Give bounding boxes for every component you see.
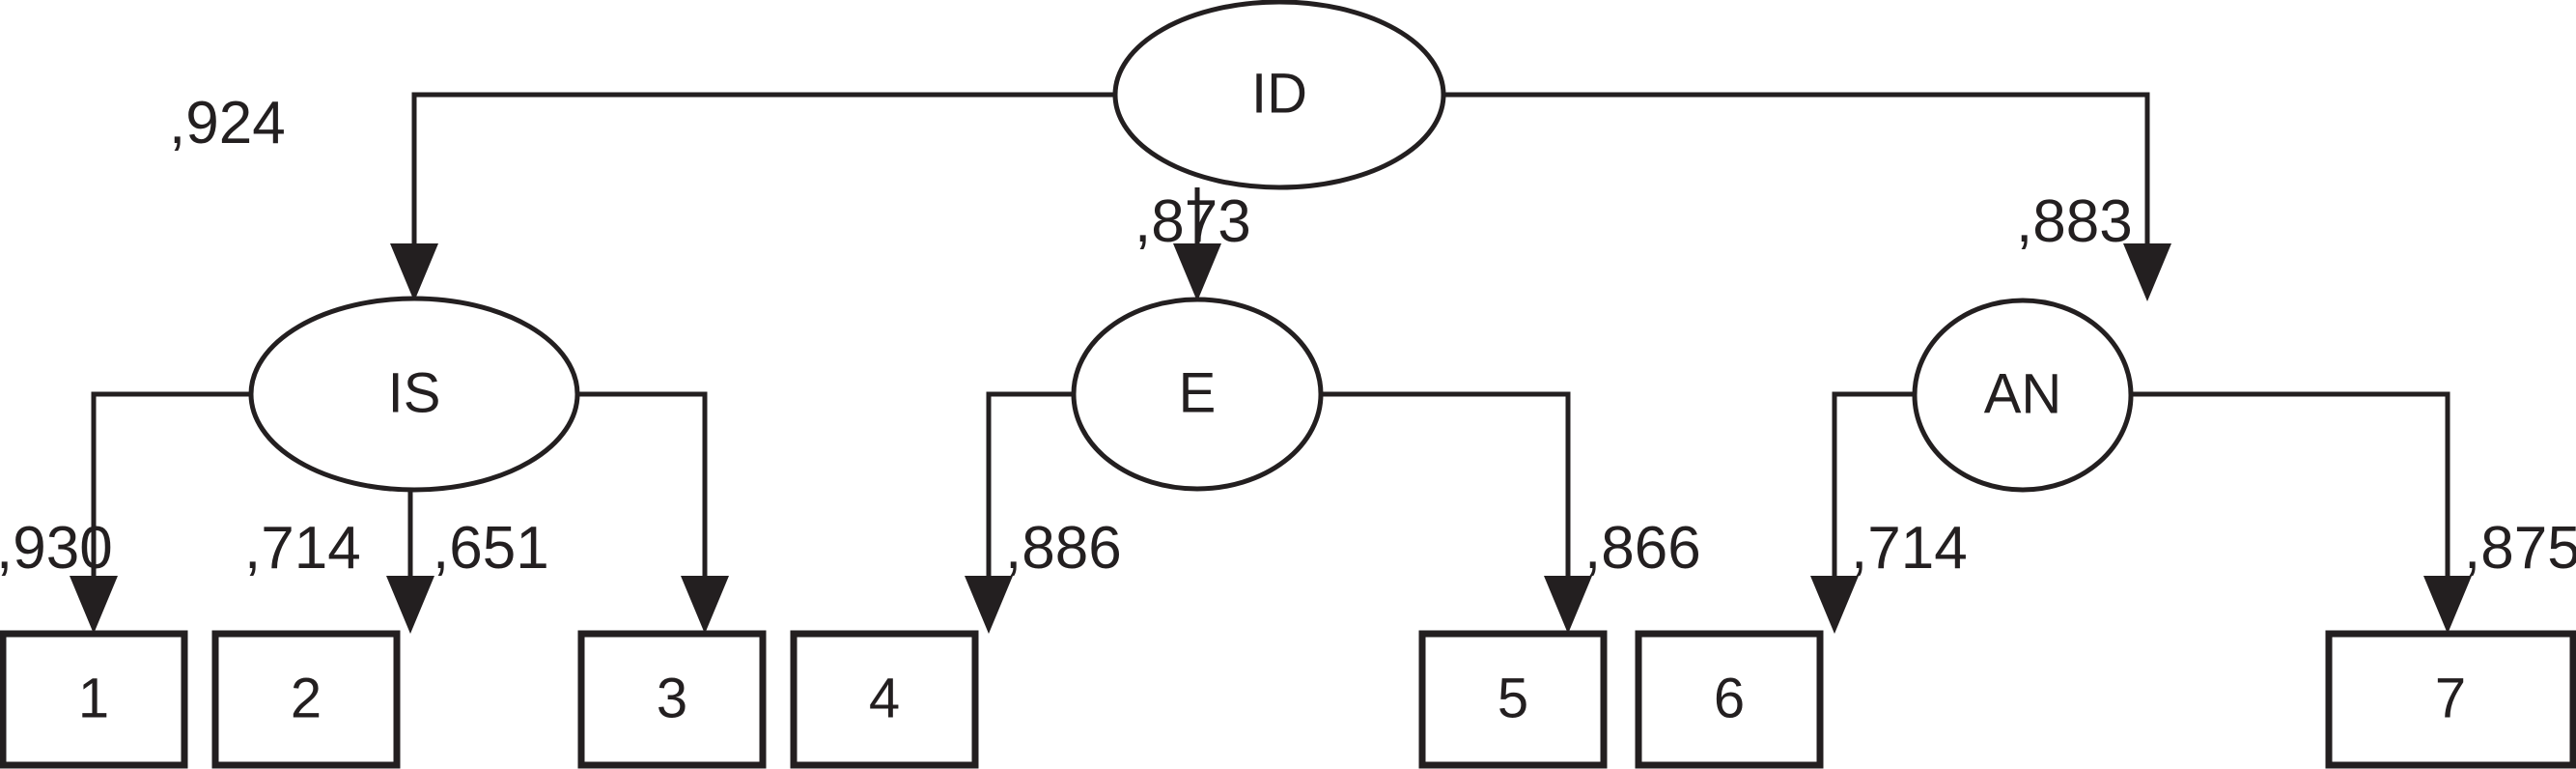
leaf-node-1-rect[interactable] xyxy=(0,630,188,769)
leaf-node-3-label: 3 xyxy=(657,667,687,729)
leaf-node-6[interactable]: 6 xyxy=(1635,630,1824,769)
edge-weight-e-leaf4: ,886 xyxy=(1005,515,1122,582)
edge-e-to-leaf4-arrowhead xyxy=(965,576,1013,634)
edge-group-root xyxy=(390,92,2171,301)
edge-e-to-leaf5-arrowhead xyxy=(1544,576,1592,634)
leaf-node-4-rect[interactable] xyxy=(790,630,979,769)
leaf-node-6-rect[interactable] xyxy=(1635,630,1824,769)
node-is-ellipse[interactable] xyxy=(248,296,580,493)
edge-weight-an-leaf7: ,875 xyxy=(2464,515,2576,582)
edge-weight-id-an: ,883 xyxy=(2016,188,2133,255)
leaf-node-2-label: 2 xyxy=(291,667,322,729)
leaf-node-3[interactable]: 3 xyxy=(577,630,767,769)
edge-an-to-leaf6-path xyxy=(1832,391,1915,605)
node-an-label: AN xyxy=(1984,362,2062,425)
leaf-node-7[interactable]: 7 xyxy=(2325,630,2576,769)
node-id-label: ID xyxy=(1251,62,1307,125)
edge-weight-is-leaf3: ,651 xyxy=(433,515,549,582)
node-id[interactable]: ID xyxy=(1112,0,1446,190)
edge-id-to-e-arrowhead xyxy=(1173,243,1221,301)
leaf-node-1[interactable]: 1 xyxy=(0,630,188,769)
leaf-node-1-label: 1 xyxy=(78,667,109,729)
edge-is-to-leaf3-arrowhead xyxy=(681,576,729,634)
edge-is-to-leaf3-path xyxy=(577,391,708,605)
edge-e-to-leaf4-path xyxy=(986,391,1074,605)
edge-is-to-leaf1-arrowhead xyxy=(70,576,118,634)
edge-weight-id-is: ,924 xyxy=(169,90,286,157)
edge-an-to-leaf7-path xyxy=(2131,391,2450,605)
node-an[interactable]: AN xyxy=(1912,298,2134,493)
edge-weight-e-leaf5: ,866 xyxy=(1584,515,1701,582)
edge-id-to-an-path xyxy=(1443,92,2150,135)
edge-group-an xyxy=(1810,391,2472,634)
leaf-node-5-label: 5 xyxy=(1498,667,1528,729)
edge-an-to-leaf7-arrowhead xyxy=(2423,576,2472,634)
leaf-node-5-rect[interactable] xyxy=(1418,630,1608,769)
node-e[interactable]: E xyxy=(1071,297,1324,492)
leaf-node-3-rect[interactable] xyxy=(577,630,767,769)
edge-an-to-leaf6-arrowhead xyxy=(1810,576,1859,634)
edge-is-to-leaf1-path xyxy=(91,391,251,605)
node-e-label: E xyxy=(1179,361,1217,424)
leaf-node-7-label: 7 xyxy=(2435,667,2466,729)
edge-weight-is-leaf1: ,930 xyxy=(0,515,113,582)
edge-group-is xyxy=(70,391,729,634)
leaf-node-2[interactable]: 2 xyxy=(211,630,401,769)
leaf-node-5[interactable]: 5 xyxy=(1418,630,1608,769)
edge-group-e xyxy=(965,391,1592,634)
leaf-node-2-rect[interactable] xyxy=(211,630,401,769)
leaf-node-7-rect[interactable] xyxy=(2325,630,2576,769)
node-is[interactable]: IS xyxy=(248,296,580,493)
edge-id-to-is-path xyxy=(411,92,1115,272)
edge-weight-id-e: ,873 xyxy=(1134,188,1251,255)
node-is-label: IS xyxy=(388,361,441,424)
leaf-node-4[interactable]: 4 xyxy=(790,630,979,769)
edge-weight-an-leaf6: ,714 xyxy=(1851,515,1968,582)
node-e-ellipse[interactable] xyxy=(1071,297,1324,492)
node-an-ellipse[interactable] xyxy=(1912,298,2134,493)
edge-id-to-an-arrowhead xyxy=(2123,243,2171,301)
edge-id-to-is-arrowhead xyxy=(390,243,438,301)
leaf-node-6-label: 6 xyxy=(1714,667,1745,729)
leaf-node-4-label: 4 xyxy=(869,667,900,729)
edge-is-to-leaf2-arrowhead xyxy=(386,576,434,634)
node-id-ellipse[interactable] xyxy=(1112,0,1446,190)
edge-e-to-leaf5-path xyxy=(1321,391,1571,605)
edge-weight-is-leaf2: ,714 xyxy=(244,515,361,582)
